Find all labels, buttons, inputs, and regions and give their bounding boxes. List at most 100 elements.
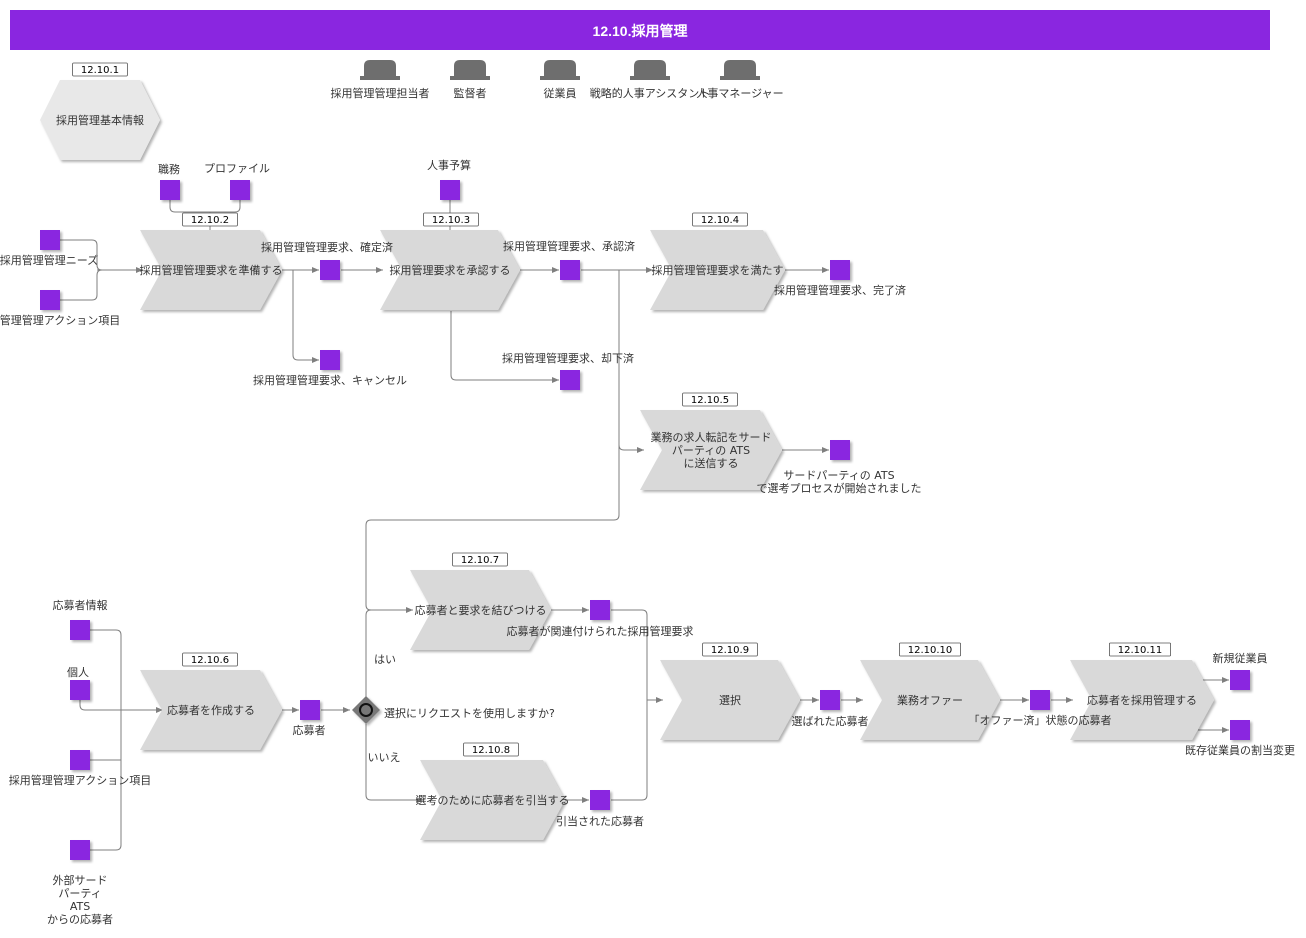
connector-cancel [292,270,299,361]
connector-applicant-inputs [90,629,122,851]
data-object-label: プロファイル [204,162,270,175]
connector-individual [79,700,86,711]
data-object-label: 採用管理管理要求、完了済 [774,283,906,297]
process-id-tag [463,742,519,757]
connector-merge [611,609,648,801]
process-step[interactable] [640,410,782,490]
data-object-label: 応募者情報 [53,598,108,612]
data-object-action2 [70,750,90,770]
data-object-rejected [560,370,580,390]
role-icon [630,60,670,80]
data-object-confirmed [320,260,340,280]
process-id-tag [899,642,962,657]
decision-gateway [352,696,380,724]
process-id: 12.10.4 [701,215,739,226]
data-object-label-line: 外部サード [53,873,108,887]
role-label: 人事マネージャー [696,87,783,100]
process-label: 選考のために応募者を引当する [416,793,570,807]
data-object-completed [830,260,850,280]
connector-action1 [60,269,103,301]
connectors [60,200,1229,851]
data-object-label: 「オファー済」状態の応募者 [969,713,1112,727]
process-step[interactable] [650,230,785,310]
process-id: 12.10.6 [191,655,229,666]
data-object-individual [70,680,90,700]
data-object-applicant-info [70,620,90,640]
data-object-linked [590,600,610,620]
connector-gateway-yes [365,609,372,697]
process-step[interactable] [660,660,800,740]
data-object-label-line: パーティ [58,887,101,900]
data-object-approved [560,260,580,280]
data-object-label-line: で選考プロセスが開始されました [757,481,922,495]
data-object-external [70,840,90,860]
data-object-new-employee [1230,670,1250,690]
data-object-label: 職務 [158,162,180,176]
process-label: 採用管理管理要求を満たす [652,263,784,277]
process-label: 業務オファー [897,693,963,707]
process-id-tag [72,62,128,77]
process-step[interactable] [1070,660,1214,740]
data-object-needs [40,230,60,250]
process-id: 12.10.10 [908,645,953,656]
data-object-label-line: からの応募者 [47,912,113,926]
header-bar: 12.10.採用管理 [10,10,1270,50]
gateway-question: 選択にリクエストを使用しますか? [384,706,555,720]
process-id: 12.10.5 [691,395,729,406]
data-object-applicant [300,700,320,720]
data-object-label-line: サードパーティの ATS [783,469,894,482]
data-object-label: 採用管理管理要求、承認済 [503,239,635,253]
process-label: 採用管理要求を承認する [390,263,511,277]
connector-gateway-no [365,724,372,801]
data-object-label: 応募者が関連付けられた採用管理要求 [507,624,694,638]
info-hexagon [40,80,160,160]
data-object-label: 採用管理管理アクション項目 [9,773,151,787]
process-label-line: 業務の求人転記をサード [651,430,772,444]
process-step[interactable] [140,670,282,750]
process-label: 応募者を作成する [167,703,255,717]
connector-approved-ats [618,444,625,451]
data-object-budget [440,180,460,200]
process-id: 12.10.1 [81,65,119,76]
data-object-cancelled [320,350,340,370]
connector-approved-branch [365,270,620,611]
process-step[interactable] [860,660,1000,740]
process-id-tag [182,652,238,667]
data-object-label: 採用管理管理要求、却下済 [502,351,634,365]
process-id-tag [452,552,508,567]
process-step[interactable] [140,230,282,310]
data-object-offered [1030,690,1050,710]
data-object-shokumu [160,180,180,200]
page-title: 12.10.採用管理 [592,23,688,39]
gateway-yes-label: はい [374,653,396,666]
process-label: 応募者と要求を結びつける [415,603,547,617]
connector-job-profile [169,200,241,213]
role-icon [360,60,400,80]
process-label: 選択 [719,693,741,707]
process-id-tag [682,392,738,407]
process-step[interactable] [380,230,520,310]
process-label-line: に送信する [684,456,739,470]
data-object-label: 選ばれた応募者 [792,714,869,728]
role-icon [720,60,760,80]
role-label: 従業員 [544,87,577,100]
process-step[interactable] [410,570,551,650]
gateway-no-label: いいえ [368,751,401,764]
role-label: 監督者 [454,86,487,100]
role-label: 採用管理管理担当者 [331,86,430,100]
data-object-reassign [1230,720,1250,740]
data-object-label: 採用管理管理要求、確定済 [261,240,393,254]
data-object-allocated [590,790,610,810]
process-id: 12.10.8 [472,745,510,756]
process-id: 12.10.3 [432,215,470,226]
role-icon [540,60,580,80]
data-object-label: 既存従業員の割当変更 [1185,743,1295,757]
process-id: 12.10.7 [461,555,499,566]
info-label: 採用管理基本情報 [56,113,144,127]
data-object-profile [230,180,250,200]
data-object-label-line: ATS [70,900,90,913]
process-id-tag [702,642,758,657]
role-icon [450,60,490,80]
process-step[interactable] [420,760,565,840]
data-object-selected [820,690,840,710]
